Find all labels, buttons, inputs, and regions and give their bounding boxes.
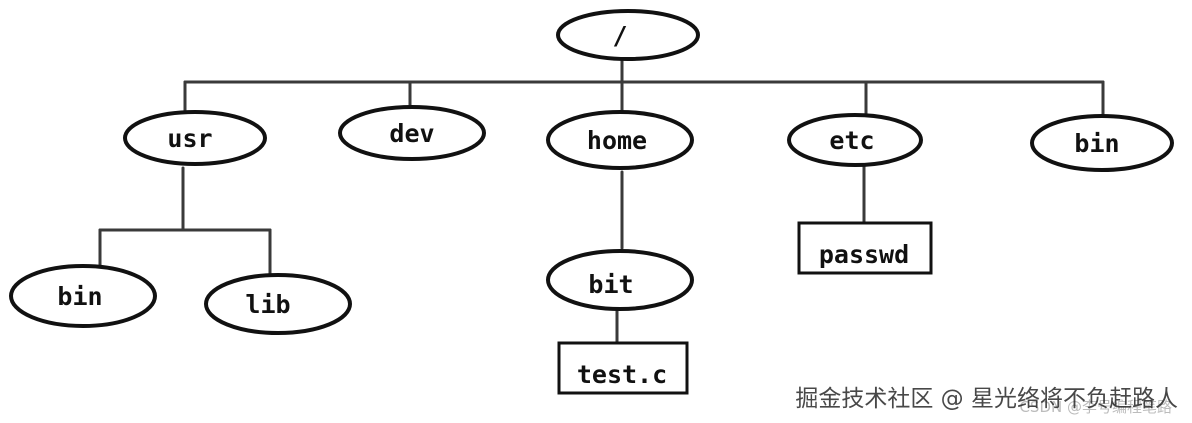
node-root: / [556, 9, 700, 61]
node-etc: etc [787, 113, 923, 167]
node-test-c-label: test.c [577, 360, 667, 389]
node-usr-label: usr [167, 124, 212, 153]
node-home-bit: bit [546, 249, 694, 311]
node-usr-lib-label: lib [245, 290, 290, 319]
node-usr: usr [123, 110, 267, 166]
node-usr-bin: bin [9, 264, 157, 328]
node-home-bit-label: bit [588, 270, 633, 299]
watermark-secondary: CSDN @李号编程笔路 [1019, 398, 1172, 416]
node-home: home [546, 110, 694, 170]
node-usr-lib: lib [204, 273, 352, 335]
node-passwd-label: passwd [819, 240, 909, 269]
node-dev-label: dev [389, 119, 434, 148]
node-dev: dev [338, 105, 486, 161]
watermark: 掘金技术社区 @ 星光络将不负赶路人 [795, 386, 1178, 412]
node-usr-bin-label: bin [57, 282, 102, 311]
node-test-c-file: test.c [557, 341, 689, 395]
tree-edges [98, 56, 1105, 344]
node-root-label: / [612, 21, 627, 50]
node-bin-top-label: bin [1074, 129, 1119, 158]
node-bin-top: bin [1030, 114, 1174, 172]
node-etc-label: etc [829, 126, 874, 155]
node-home-label: home [587, 126, 647, 155]
node-passwd-file: passwd [797, 221, 933, 275]
